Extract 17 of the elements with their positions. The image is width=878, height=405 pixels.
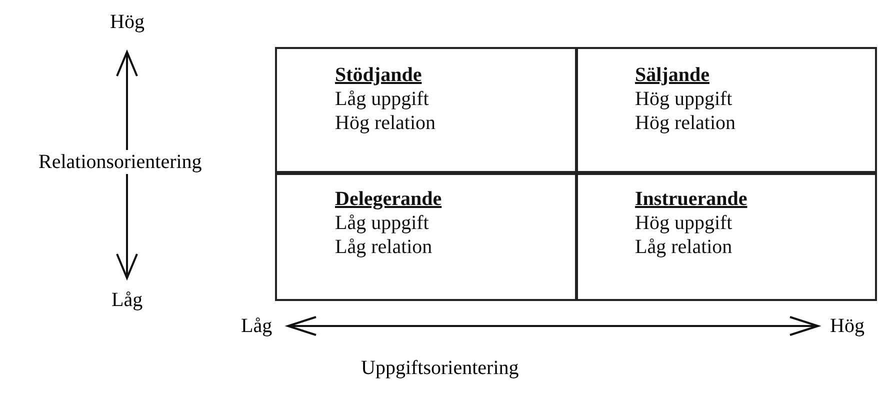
quadrant-text: Hög relation [335,111,436,135]
quadrant-text: Hög uppgift [635,211,732,235]
quadrant-heading: Säljande [635,63,710,87]
quadrant-text: Hög uppgift [635,87,732,111]
quadrant-text: Hög relation [635,111,736,135]
quadrant-text: Låg uppgift [335,211,429,235]
quadrant-heading: Delegerande [335,187,442,211]
quadrant-text: Låg uppgift [335,87,429,111]
quadrant-box [575,171,877,301]
quadrant-box [275,47,578,175]
axis-title: Relationsorientering [38,150,202,174]
quadrant-box [575,47,877,175]
quadrant-text: Låg relation [335,235,432,259]
quadrant-text: Låg relation [635,235,732,259]
quadrant-heading: Stödjande [335,63,422,87]
quadrant-box [275,171,578,301]
quadrant-heading: Instruerande [635,187,748,211]
